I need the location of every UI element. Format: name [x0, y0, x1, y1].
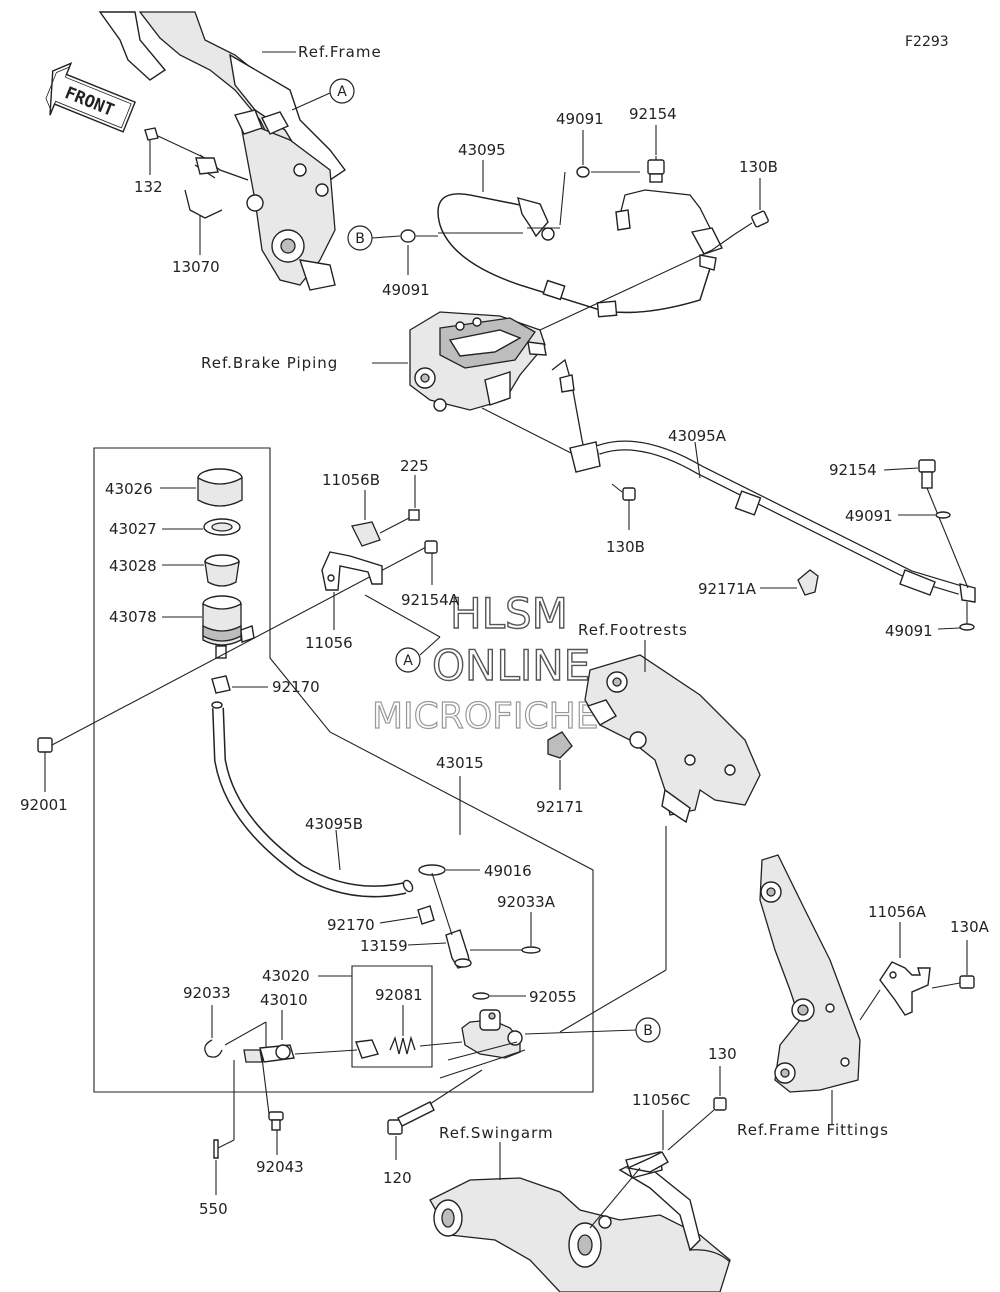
- bracket-11056B: [351, 521, 381, 547]
- abs-unit: [409, 311, 547, 412]
- label-92154-top: 92154: [629, 105, 677, 123]
- frame-fitting-plate: [759, 854, 861, 1093]
- label-225: 225: [400, 457, 429, 475]
- bolt-130A: [931, 975, 975, 989]
- frame-part: [98, 11, 347, 291]
- label-130A: 130A: [950, 918, 990, 936]
- clamp-92170-b: [417, 905, 435, 925]
- plate-43027: [203, 518, 241, 536]
- fitting-13159: [445, 929, 472, 969]
- label-13159: 13159: [360, 937, 408, 955]
- bolt-130: [713, 1097, 727, 1111]
- label-11056B: 11056B: [322, 471, 380, 489]
- front-arrow: FRONT: [45, 61, 136, 133]
- label-130: 130: [708, 1045, 737, 1063]
- label-92033A: 92033A: [497, 893, 556, 911]
- label-92154-right: 92154: [829, 461, 877, 479]
- ref-footrests: Ref.Footrests: [578, 621, 688, 639]
- diaphragm-43028: [204, 554, 240, 587]
- callout-a-top: A: [337, 84, 347, 100]
- label-11056C: 11056C: [632, 1091, 690, 1109]
- pin-92043: [268, 1111, 284, 1131]
- label-49016: 49016: [484, 862, 532, 880]
- master-cylinder-43015: [461, 1009, 523, 1059]
- circlip-92033: [204, 1039, 223, 1058]
- label-49091-r2: 49091: [885, 622, 933, 640]
- bracket-11056: [321, 551, 383, 591]
- hose-43095B: [211, 701, 414, 898]
- bolt-225: [379, 509, 420, 534]
- push-rod-43010: [243, 1044, 295, 1063]
- watermark-line-3: MICROFICHE: [372, 696, 598, 737]
- bolt-130B-mid: [611, 483, 636, 501]
- label-11056: 11056: [305, 634, 353, 652]
- figure-id: F2293: [905, 34, 949, 50]
- bolt-92001: [37, 737, 53, 753]
- label-92171: 92171: [536, 798, 584, 816]
- label-49091-top: 49091: [556, 110, 604, 128]
- label-92055: 92055: [529, 988, 577, 1006]
- hose-43095A: [551, 358, 976, 603]
- hose-43095: [437, 189, 723, 318]
- bolt-92154-right: [918, 459, 936, 489]
- label-43027: 43027: [109, 520, 157, 538]
- label-43095A: 43095A: [668, 427, 727, 445]
- bracket-11056C: [625, 1151, 669, 1173]
- callout-b-top: B: [355, 231, 365, 247]
- label-43078: 43078: [109, 608, 157, 626]
- label-92170-a: 92170: [272, 678, 320, 696]
- label-92154A: 92154A: [401, 591, 460, 609]
- cap-43026: [197, 468, 243, 507]
- ref-frame: Ref.Frame: [298, 43, 382, 61]
- bolt-130B-top: [734, 210, 769, 235]
- label-130B-top: 130B: [739, 158, 778, 176]
- label-49091-r1: 49091: [845, 507, 893, 525]
- label-550: 550: [199, 1200, 228, 1218]
- label-43015: 43015: [436, 754, 484, 772]
- reservoir-43078: [202, 595, 255, 659]
- ref-frame-fittings: Ref.Frame Fittings: [737, 1121, 889, 1139]
- bolt-92154-top: [647, 156, 665, 183]
- label-92033: 92033: [183, 984, 231, 1002]
- clamp-92170-a: [211, 675, 231, 694]
- label-43010: 43010: [260, 991, 308, 1009]
- label-11056A: 11056A: [868, 903, 927, 921]
- label-43095: 43095: [458, 141, 506, 159]
- bolt-132: [144, 127, 206, 159]
- label-43028: 43028: [109, 557, 157, 575]
- label-132: 132: [134, 178, 163, 196]
- spring-92081: [389, 1035, 416, 1055]
- clip-92171A: [797, 569, 819, 596]
- ref-swingarm: Ref.Swingarm: [439, 1124, 554, 1142]
- label-92081: 92081: [375, 986, 423, 1004]
- label-43095B: 43095B: [305, 815, 363, 833]
- callout-a-mid: A: [403, 653, 413, 669]
- cotter-550: [213, 1139, 219, 1159]
- bolt-92154A: [424, 540, 438, 554]
- label-43020: 43020: [262, 967, 310, 985]
- cup-43020: [355, 1039, 379, 1059]
- callout-b-lower: B: [643, 1023, 653, 1039]
- footrest-bracket: [584, 654, 761, 824]
- label-92170-b: 92170: [327, 916, 375, 934]
- label-92001: 92001: [20, 796, 68, 814]
- label-120: 120: [383, 1169, 412, 1187]
- label-92171A: 92171A: [698, 580, 757, 598]
- label-92043: 92043: [256, 1158, 304, 1176]
- label-13070: 13070: [172, 258, 220, 276]
- watermark: HLSM ONLINE MICROFICHE: [371, 588, 599, 737]
- watermark-line-1: HLSM: [450, 589, 568, 638]
- clip-92171: [547, 731, 573, 759]
- bracket-11056A: [879, 961, 931, 1016]
- label-43026: 43026: [105, 480, 153, 498]
- label-49091-left: 49091: [382, 281, 430, 299]
- bolt-120: [387, 1101, 435, 1135]
- watermark-line-2: ONLINE: [432, 641, 590, 690]
- ref-brake-piping: Ref.Brake Piping: [201, 354, 338, 372]
- swingarm-part: [429, 1151, 731, 1292]
- label-130B-mid: 130B: [606, 538, 645, 556]
